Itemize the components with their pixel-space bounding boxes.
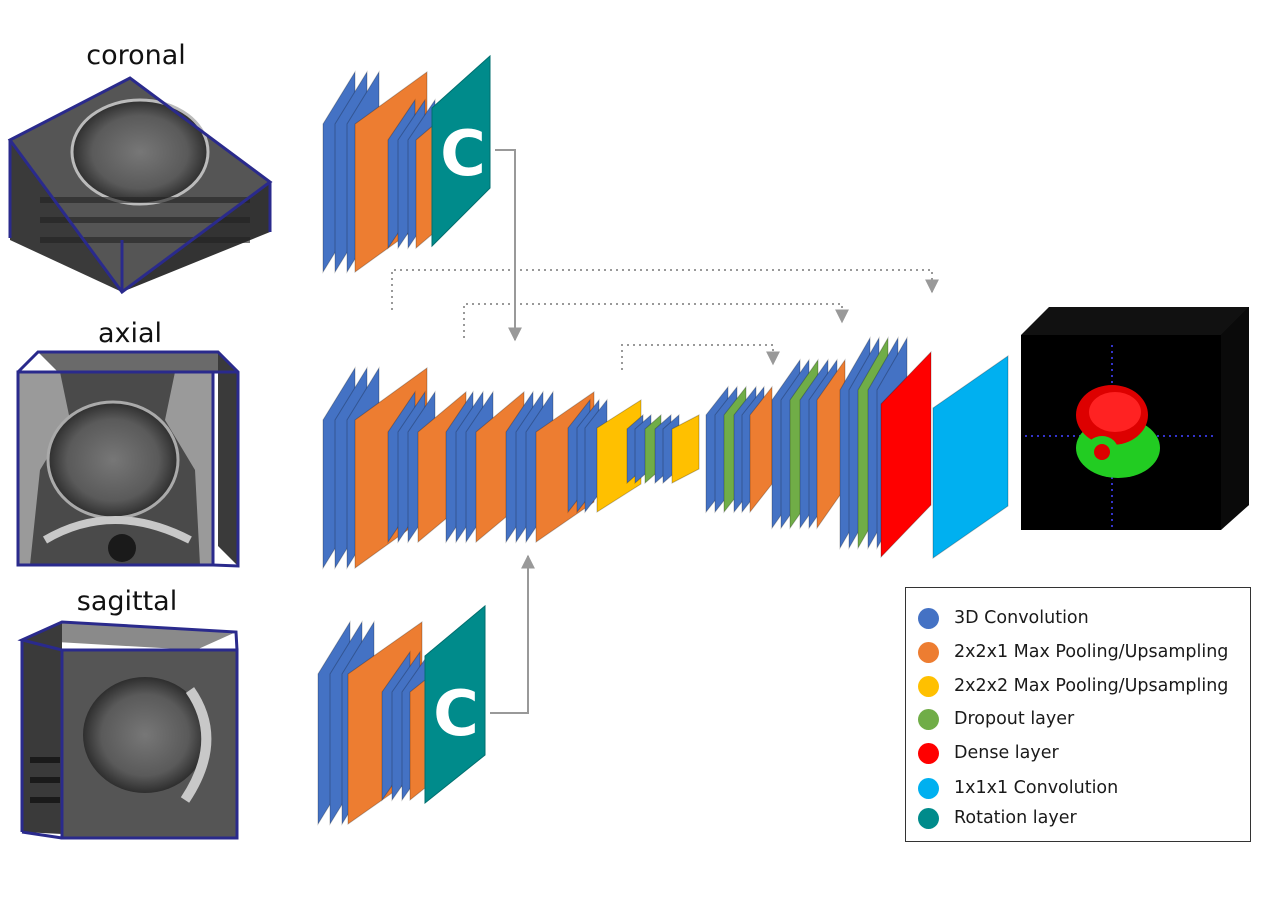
rotation-layer-sagittal: C <box>424 604 486 805</box>
dense-layer <box>880 350 932 559</box>
legend-label: Dropout layer <box>954 709 1075 729</box>
legend-swatch <box>918 807 939 829</box>
legend-label: 2x2x1 Max Pooling/Upsampling <box>954 642 1229 662</box>
skip-connection-2 <box>463 303 849 338</box>
legend-item: Rotation layer <box>918 806 1077 830</box>
legend-item: 3D Convolution <box>918 606 1089 630</box>
legend-swatch <box>918 708 939 730</box>
legend: 3D Convolution 2x2x1 Max Pooling/Upsampli… <box>905 587 1251 842</box>
legend-label: 2x2x2 Max Pooling/Upsampling <box>954 676 1229 696</box>
coronal-mri-volume <box>7 76 273 295</box>
rotation-symbol-coronal: C <box>440 117 486 190</box>
skip-connection-3 <box>621 344 780 370</box>
axial-label: axial <box>98 318 162 349</box>
conv-1x1x1-layer <box>932 355 1009 559</box>
connector-sagittal-to-axial <box>490 554 535 714</box>
legend-item: 1x1x1 Convolution <box>918 776 1118 800</box>
legend-swatch <box>918 742 939 764</box>
coronal-label: coronal <box>86 40 186 71</box>
legend-label: Dense layer <box>954 743 1059 763</box>
segmentation-output <box>1021 307 1249 530</box>
sagittal-label: sagittal <box>77 586 177 617</box>
connector-coronal-to-axial <box>495 149 522 342</box>
legend-swatch <box>918 777 939 799</box>
axial-mri-volume <box>16 350 240 568</box>
legend-item: 2x2x2 Max Pooling/Upsampling <box>918 674 1228 698</box>
sagittal-mri-volume <box>17 620 239 840</box>
legend-swatch <box>918 607 939 629</box>
skip-connection-1 <box>391 269 939 310</box>
pool-2x2x2-layer <box>671 414 700 484</box>
legend-label: Rotation layer <box>954 808 1077 828</box>
legend-label: 3D Convolution <box>954 608 1089 628</box>
legend-swatch <box>918 641 939 663</box>
legend-item: 2x2x1 Max Pooling/Upsampling <box>918 640 1228 664</box>
legend-item: Dropout layer <box>918 707 1074 731</box>
rotation-symbol-sagittal: C <box>433 677 479 750</box>
legend-swatch <box>918 675 939 697</box>
legend-label: 1x1x1 Convolution <box>954 778 1119 798</box>
legend-item: Dense layer <box>918 741 1059 765</box>
rotation-layer-coronal: C <box>431 54 491 248</box>
